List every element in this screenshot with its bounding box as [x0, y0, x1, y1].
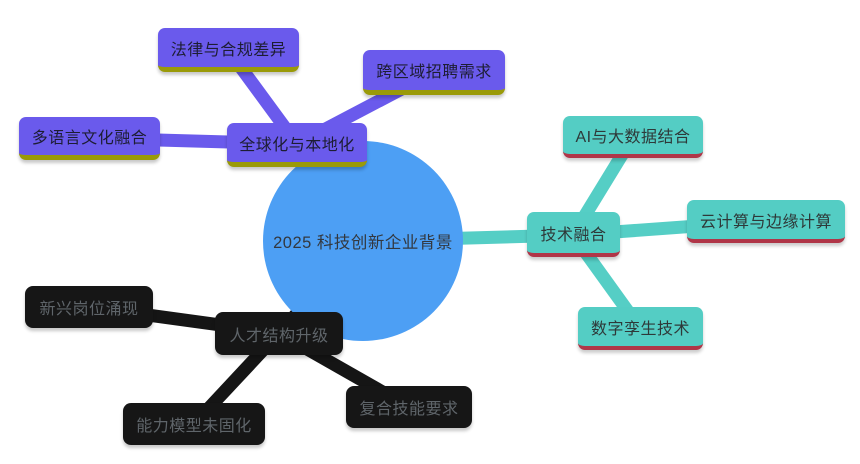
branch-globalization-node[interactable]: 全球化与本地化 — [227, 123, 367, 167]
child-capability-model-node[interactable]: 能力模型未固化 — [123, 403, 265, 445]
child-composite-skills-label: 复合技能要求 — [359, 401, 459, 418]
child-ai-bigdata-node[interactable]: AI与大数据结合 — [563, 116, 703, 158]
child-emerging-jobs-node[interactable]: 新兴岗位涌现 — [25, 286, 153, 328]
child-multilingual-culture-node[interactable]: 多语言文化融合 — [19, 117, 160, 160]
child-ai-bigdata-label: AI与大数据结合 — [575, 129, 691, 146]
child-capability-model-label: 能力模型未固化 — [136, 418, 252, 435]
child-cloud-edge-node[interactable]: 云计算与边缘计算 — [687, 200, 845, 243]
child-crossregion-hiring-label: 跨区域招聘需求 — [376, 64, 492, 81]
branch-talent-structure-label: 人才结构升级 — [229, 327, 329, 345]
child-legal-compliance-node[interactable]: 法律与合规差异 — [158, 28, 299, 72]
branch-techfusion-node[interactable]: 技术融合 — [527, 212, 620, 257]
child-cloud-edge-label: 云计算与边缘计算 — [699, 213, 832, 231]
branch-globalization-label: 全球化与本地化 — [239, 136, 355, 154]
branch-talent-structure-node[interactable]: 人才结构升级 — [215, 312, 343, 355]
root-topic-node[interactable]: 2025 科技创新企业背景 — [263, 141, 463, 341]
child-digital-twin-node[interactable]: 数字孪生技术 — [578, 307, 703, 350]
root-topic-label: 2025 科技创新企业背景 — [273, 234, 453, 252]
child-crossregion-hiring-node[interactable]: 跨区域招聘需求 — [363, 50, 505, 95]
child-emerging-jobs-label: 新兴岗位涌现 — [39, 301, 139, 318]
child-composite-skills-node[interactable]: 复合技能要求 — [346, 386, 472, 428]
child-multilingual-culture-label: 多语言文化融合 — [31, 130, 148, 147]
child-digital-twin-label: 数字孪生技术 — [590, 320, 690, 338]
child-legal-compliance-label: 法律与合规差异 — [170, 41, 287, 59]
branch-techfusion-label: 技术融合 — [540, 226, 607, 244]
